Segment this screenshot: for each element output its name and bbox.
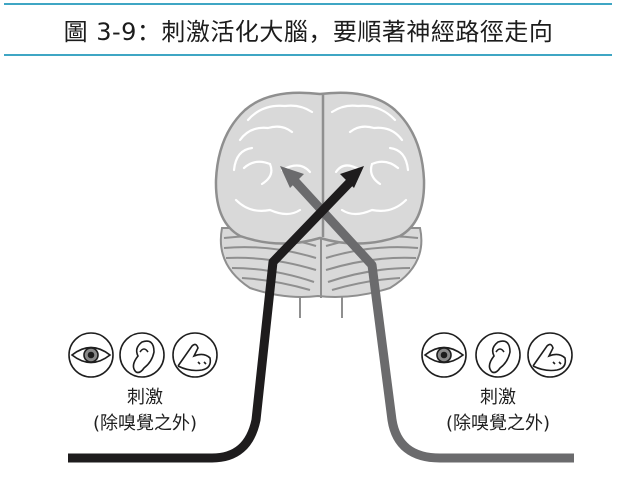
right-stimulus-label: 刺激 (除嗅覺之外) (413, 385, 583, 437)
touch-hand-icon (527, 332, 573, 378)
eye-icon (421, 332, 467, 378)
bottom-rule (4, 54, 612, 56)
left-sense-icons (68, 332, 218, 378)
top-rule (4, 3, 612, 5)
right-sense-icons (421, 332, 573, 378)
left-label-line1: 刺激 (127, 387, 163, 408)
right-stimulus-pathway (280, 166, 574, 463)
eye-icon (68, 332, 114, 378)
ear-icon (475, 332, 521, 378)
left-label-line2: (除嗅覺之外) (92, 413, 198, 434)
touch-hand-icon (172, 332, 218, 378)
right-label-line1: 刺激 (480, 387, 516, 408)
cerebellum (219, 227, 423, 318)
figure-title: 圖 3-9：刺激活化大腦，要順著神經路徑走向 (63, 18, 554, 46)
ear-icon (119, 332, 165, 378)
right-label-line2: (除嗅覺之外) (445, 413, 551, 434)
left-stimulus-label: 刺激 (除嗅覺之外) (60, 385, 230, 437)
left-stimulus-pathway (68, 166, 364, 463)
cerebrum (214, 91, 426, 245)
